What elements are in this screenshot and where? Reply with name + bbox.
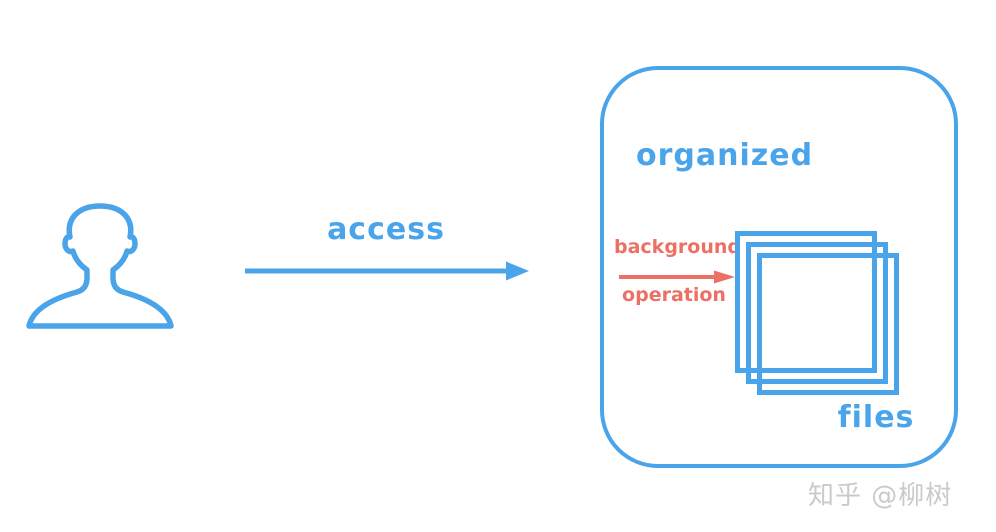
background-operation-arrow-icon xyxy=(618,269,736,285)
background-label: background xyxy=(614,236,741,258)
stacked-squares-icon xyxy=(734,230,902,398)
watermark-text: 知乎 @柳树 xyxy=(808,481,953,511)
organized-box: organized background operation files xyxy=(600,66,958,468)
operation-label: operation xyxy=(622,284,726,306)
organized-title: organized xyxy=(636,138,814,173)
person-outline-icon xyxy=(25,201,175,333)
access-label: access xyxy=(327,212,445,247)
access-right-arrow-icon xyxy=(243,259,531,283)
files-label: files xyxy=(837,400,915,435)
